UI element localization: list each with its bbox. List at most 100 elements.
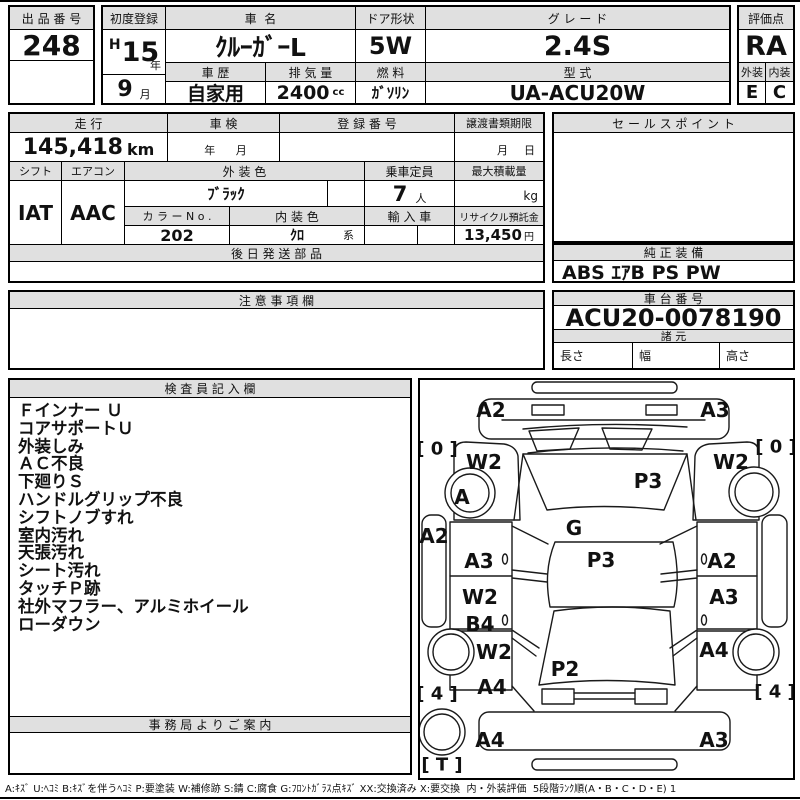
rear-bumper (531, 758, 678, 771)
damage-marker: W2 (713, 450, 749, 474)
office-value (10, 733, 410, 773)
shaken-value: 年月 (168, 133, 280, 162)
quarter-gate-right (674, 685, 698, 712)
cowl-top (522, 423, 688, 430)
top-edge-line (0, 0, 800, 2)
damage-marker: A4 (477, 675, 506, 699)
model-label: 型 式 (426, 63, 729, 82)
capacity-unit: 人 (415, 192, 427, 205)
front-panel (478, 398, 730, 440)
notes-label: 注 意 事 項 欄 (10, 292, 543, 309)
ext-color-extra-cell (328, 181, 365, 207)
damage-marker: A4 (699, 638, 728, 662)
notes-value (10, 309, 543, 368)
lot-label: 出 品 番 号 (10, 7, 93, 30)
inspection-note: 下廻りＳ (18, 472, 84, 492)
door-value: 5W (356, 30, 426, 63)
wheel-front-right-inner (734, 472, 774, 512)
damage-marker: A (454, 485, 470, 509)
model-value: UA-ACU20W (509, 82, 646, 103)
color-no-value: 202 (125, 226, 230, 245)
rear-window (538, 606, 676, 686)
sales-point-panel: セ ー ル ス ポ イ ン ト (552, 112, 795, 243)
damage-marker: A2 (420, 524, 449, 548)
recycle-unit: 円 (523, 231, 534, 243)
car-name-label: 車 名 (166, 7, 356, 30)
damage-marker: [ 4 ] (754, 682, 793, 703)
transfer-day-ph: 日 (524, 144, 535, 157)
max-load-unit: kg (523, 189, 538, 203)
int-color-suffix: 系 (343, 229, 354, 242)
damage-marker: P3 (634, 469, 663, 493)
a-pillar-right (686, 453, 697, 521)
exterior-label: 外装 (739, 63, 766, 82)
inspector-label: 検 査 員 記 入 欄 (10, 380, 410, 398)
ext-color-label: 外 装 色 (125, 162, 365, 181)
wiper-left (528, 427, 580, 452)
car-name-value: ｸﾙｰｶﾞｰL (166, 30, 356, 63)
capacity-label: 乗車定員 (365, 162, 455, 181)
damage-marker: W2 (466, 450, 502, 474)
first-reg-month-unit: 月 (139, 87, 151, 101)
door-handle-fl (501, 553, 509, 565)
int-color-label: 内 装 色 (230, 207, 365, 226)
damage-marker: W2 (462, 585, 498, 609)
import-label: 輸 入 車 (365, 207, 455, 226)
sales-point-label: セ ー ル ス ポ イ ン ト (554, 114, 793, 133)
spec-height: 高さ (726, 349, 751, 363)
chassis-panel: 車 台 番 号 ACU20-0078190 諸 元 長さ 幅 高さ (552, 290, 795, 370)
side-sill-right (761, 514, 788, 628)
door-handle-rr (700, 614, 708, 626)
door-label: ドア形状 (356, 7, 426, 30)
displacement-label: 排 気 量 (266, 63, 356, 82)
damage-marker: [ 0 ] (420, 439, 458, 460)
lot-value: 248 (10, 30, 93, 61)
damage-marker: G (566, 516, 582, 540)
door-handle-rl (501, 614, 509, 626)
vehicle-info-panel: 初度登録 H 15 年 9 月 車 名 ｸﾙｰｶﾞｰL 車 歴 自家用 排 気 … (101, 5, 731, 105)
recycle-label: リサイクル預託金 (455, 207, 543, 226)
rear-gate (478, 711, 731, 751)
equipment-panel: 純 正 装 備 ABS ｴｱB PS PW (552, 243, 795, 283)
quarter-gate-left (511, 685, 535, 712)
shift-label: シフト (10, 162, 62, 181)
chassis-label: 車 台 番 号 (554, 292, 793, 306)
reg-no-value (280, 133, 455, 162)
notes-panel: 注 意 事 項 欄 (8, 290, 545, 370)
damage-marker: A3 (699, 728, 728, 752)
damage-marker: [ 0 ] (755, 437, 793, 458)
damage-marker: A2 (707, 549, 736, 573)
first-reg-year-num: 15 (121, 36, 160, 68)
equipment-value: ABS ｴｱB PS PW (562, 261, 721, 282)
sales-point-value (554, 133, 793, 241)
damage-marker: A4 (475, 728, 504, 752)
headlight-right (645, 404, 678, 416)
fuel-label: 燃 料 (356, 63, 426, 82)
reg-no-label: 登 録 番 号 (280, 114, 455, 133)
first-reg-year-unit: 年 (150, 59, 161, 72)
transfer-label: 譲渡書類期限 (455, 114, 543, 133)
shaken-label: 車 検 (168, 114, 280, 133)
inspection-note: シート汚れ (18, 561, 101, 581)
lot-panel: 出 品 番 号 248 (8, 5, 95, 105)
wheel-front-left-inner (450, 473, 490, 513)
side-sill-left (421, 514, 447, 628)
b-pillar-left (511, 569, 548, 583)
taillight-right (634, 688, 668, 705)
taillight-left (541, 688, 575, 705)
inspection-note: ハンドルグリップ不良 (18, 489, 183, 509)
grade-value: 2.4S (426, 30, 729, 63)
parts-value (10, 262, 543, 281)
ext-color-value: ﾌﾞﾗｯｸ (125, 181, 328, 207)
headlight-left (531, 404, 565, 416)
windshield (522, 453, 688, 511)
chassis-value: ACU20-0078190 (554, 306, 793, 330)
